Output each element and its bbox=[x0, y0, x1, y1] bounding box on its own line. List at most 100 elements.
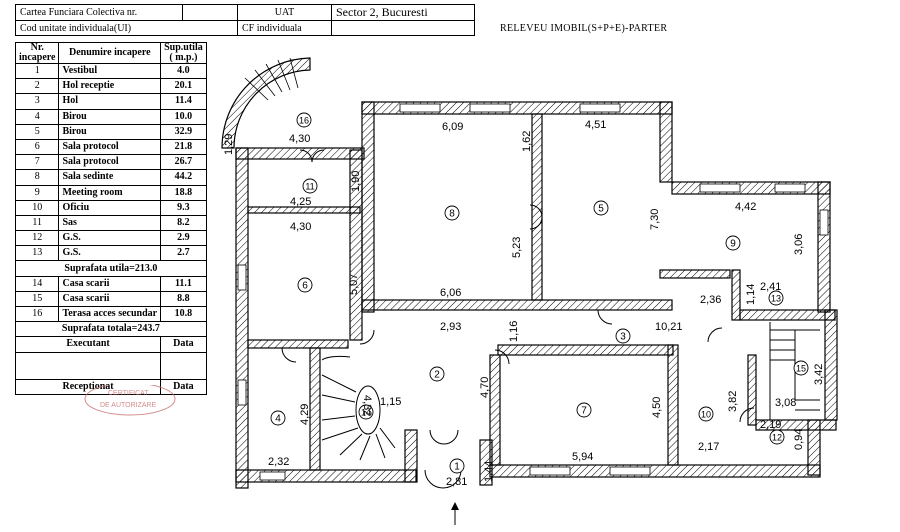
terrace-stairs bbox=[244, 57, 299, 101]
dim-15-w: 3,08 bbox=[775, 397, 796, 409]
dim-5-w: 4,51 bbox=[585, 119, 606, 131]
room-area: 11.1 bbox=[160, 275, 207, 292]
dim-9-h: 3,06 bbox=[793, 234, 805, 255]
dim-11-h: 1,90 bbox=[350, 171, 362, 192]
room-marker-circle-12 bbox=[769, 429, 785, 445]
room-marker-1: 1 bbox=[454, 462, 460, 473]
dim-1-h: 1,44 bbox=[483, 461, 495, 482]
header-table: Cartea Funciara Colectiva nr. UAT Sector… bbox=[15, 4, 475, 36]
dim-4-w: 2,32 bbox=[268, 456, 289, 468]
room-marker-5: 5 bbox=[598, 204, 604, 215]
windows bbox=[237, 103, 829, 481]
dim-14-h: 4,32 bbox=[361, 395, 373, 416]
dim-8-w: 6,09 bbox=[442, 121, 463, 133]
dim-15-h: 3,42 bbox=[813, 364, 825, 385]
stair-14 bbox=[321, 355, 396, 461]
room-nr: 7 bbox=[14, 154, 60, 171]
dim-7-h: 4,50 bbox=[651, 397, 663, 418]
dim-2-w: 2,93 bbox=[440, 321, 461, 333]
dim-9-w: 4,42 bbox=[735, 201, 756, 213]
room-area: 4.0 bbox=[160, 62, 207, 80]
room-marker-7: 7 bbox=[581, 406, 587, 417]
dimension-labels: 4,30 1,29 4,25 1,90 4,30 5,07 6,09 1,62 … bbox=[223, 119, 825, 488]
col-nr-header: Nr. incapere bbox=[14, 42, 60, 64]
room-marker-circle-8 bbox=[444, 205, 460, 221]
dim-13-h: 1,14 bbox=[745, 284, 757, 305]
room-marker-circle-7 bbox=[576, 402, 592, 418]
drawing-title: RELEVEU IMOBIL(S+P+E)-PARTER bbox=[500, 23, 668, 34]
entry-arrow bbox=[451, 502, 459, 525]
dim-12-w: 2,19 bbox=[760, 419, 781, 431]
dim-8-door: 1,62 bbox=[521, 131, 533, 152]
dim-10-h: 3,82 bbox=[727, 391, 739, 412]
dim-13-w: 2,41 bbox=[760, 281, 781, 293]
dim-3-small: 2,36 bbox=[700, 294, 721, 306]
room-marker-12: 12 bbox=[772, 433, 782, 443]
room-marker-10: 10 bbox=[701, 410, 711, 420]
dim-11-w: 4,25 bbox=[290, 196, 311, 208]
room-marker-4: 4 bbox=[275, 414, 281, 425]
room-marker-circle-3 bbox=[615, 328, 631, 344]
cf-individual-value bbox=[331, 20, 475, 36]
dim-2-h: 4,70 bbox=[479, 377, 491, 398]
room-marker-circle-1 bbox=[449, 458, 465, 474]
room-marker-2: 2 bbox=[434, 370, 440, 381]
dim-14-w: 1,15 bbox=[380, 396, 401, 408]
room-marker-3: 3 bbox=[620, 332, 626, 343]
room-marker-circle-5 bbox=[593, 200, 609, 216]
room-marker-circle-11 bbox=[302, 178, 318, 194]
room-marker-15: 15 bbox=[796, 364, 806, 374]
rooms-table: Nr. incapere Denumire incapere Sup.utila… bbox=[14, 42, 207, 395]
walls bbox=[221, 57, 838, 489]
stamp-graphic: CERTIFICAT DE AUTORIZARE bbox=[84, 385, 176, 416]
dim-6-w: 4,30 bbox=[290, 221, 311, 233]
dim-4-h: 4,29 bbox=[299, 404, 311, 425]
room-marker-14: 14 bbox=[361, 408, 371, 418]
room-marker-16: 16 bbox=[299, 116, 309, 126]
uat-value: Sector 2, Bucuresti bbox=[331, 4, 475, 21]
stamp-text-2: DE AUTORIZARE bbox=[100, 402, 157, 409]
dim-3-w: 10,21 bbox=[655, 321, 683, 333]
room-marker-circle-15 bbox=[793, 360, 809, 376]
executant-date-label: Data bbox=[160, 336, 207, 353]
room-marker-circle-14 bbox=[358, 404, 374, 420]
room-marker-circle-6 bbox=[297, 277, 313, 293]
dim-16-h: 1,29 bbox=[223, 134, 235, 155]
receptionat-date-label: Data bbox=[160, 378, 207, 395]
dim-6-h: 5,07 bbox=[348, 274, 360, 295]
room-marker-11: 11 bbox=[305, 182, 314, 192]
room-marker-8: 8 bbox=[449, 209, 455, 220]
room-nr: 4 bbox=[14, 108, 60, 125]
dim-8-bottom: 6,06 bbox=[440, 287, 461, 299]
dim-hall-h: 1,16 bbox=[508, 321, 520, 342]
dim-5-h: 7,30 bbox=[649, 209, 661, 230]
dim-8-h: 5,23 bbox=[511, 237, 523, 258]
room-marker-circle-16 bbox=[296, 112, 312, 128]
room-marker-circle-10 bbox=[698, 406, 714, 422]
room-marker-circle-9 bbox=[725, 235, 741, 251]
dim-10-w: 2,17 bbox=[698, 441, 719, 453]
room-marker-13: 13 bbox=[771, 294, 781, 304]
room-marker-circle-13 bbox=[768, 290, 784, 306]
room-marker-circle-4 bbox=[270, 410, 286, 426]
dim-16-w: 4,30 bbox=[289, 133, 310, 145]
room-area: 21.8 bbox=[160, 138, 207, 156]
dim-1-w: 2,81 bbox=[446, 476, 467, 488]
room-marker-6: 6 bbox=[302, 281, 308, 292]
doors bbox=[281, 149, 755, 489]
dim-7-w: 5,94 bbox=[572, 451, 593, 463]
stamp: CERTIFICAT DE AUTORIZARE bbox=[30, 385, 200, 425]
room-marker-9: 9 bbox=[730, 239, 736, 250]
